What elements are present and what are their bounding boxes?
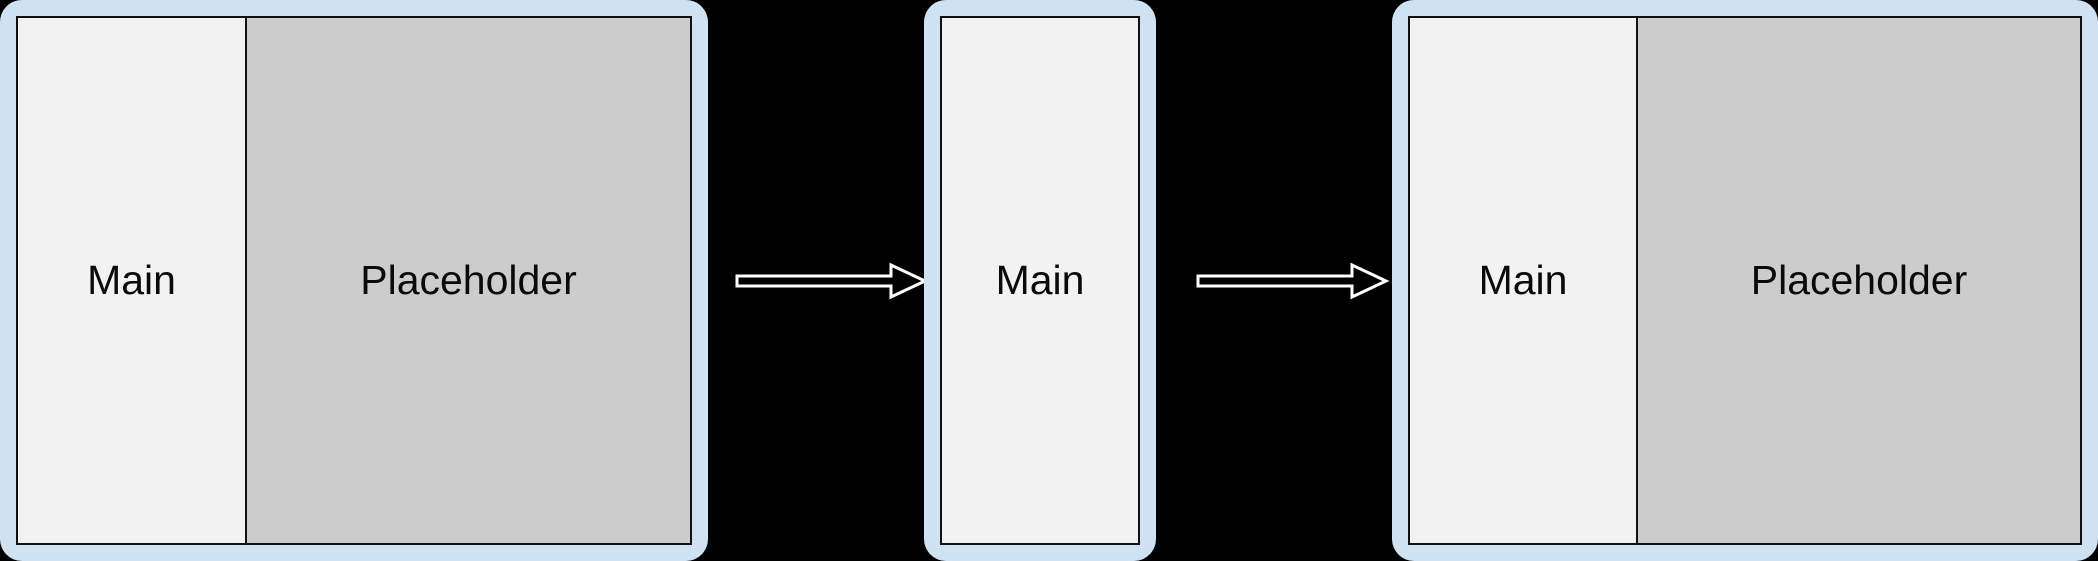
main-panel[interactable]: Main bbox=[18, 18, 245, 543]
transition-arrow-1 bbox=[735, 258, 935, 304]
arrow-right-icon bbox=[735, 262, 929, 300]
placeholder-panel-label: Placeholder bbox=[1750, 257, 1968, 303]
window-content-area: Main bbox=[940, 16, 1140, 545]
main-panel-label: Main bbox=[995, 257, 1085, 303]
arrow-right-icon bbox=[1196, 262, 1390, 300]
window-state-3[interactable]: Main Placeholder bbox=[1392, 0, 2098, 561]
placeholder-panel[interactable]: Placeholder bbox=[1636, 18, 2080, 543]
main-panel-label: Main bbox=[87, 257, 176, 303]
window-content-area: Main Placeholder bbox=[16, 16, 692, 545]
placeholder-panel-label: Placeholder bbox=[360, 257, 577, 303]
window-state-2[interactable]: Main bbox=[924, 0, 1156, 561]
main-panel[interactable]: Main bbox=[942, 18, 1138, 543]
main-panel[interactable]: Main bbox=[1410, 18, 1636, 543]
window-state-1[interactable]: Main Placeholder bbox=[0, 0, 708, 561]
window-content-area: Main Placeholder bbox=[1408, 16, 2082, 545]
transition-arrow-2 bbox=[1196, 258, 1396, 304]
main-panel-label: Main bbox=[1478, 257, 1568, 303]
placeholder-panel[interactable]: Placeholder bbox=[245, 18, 690, 543]
